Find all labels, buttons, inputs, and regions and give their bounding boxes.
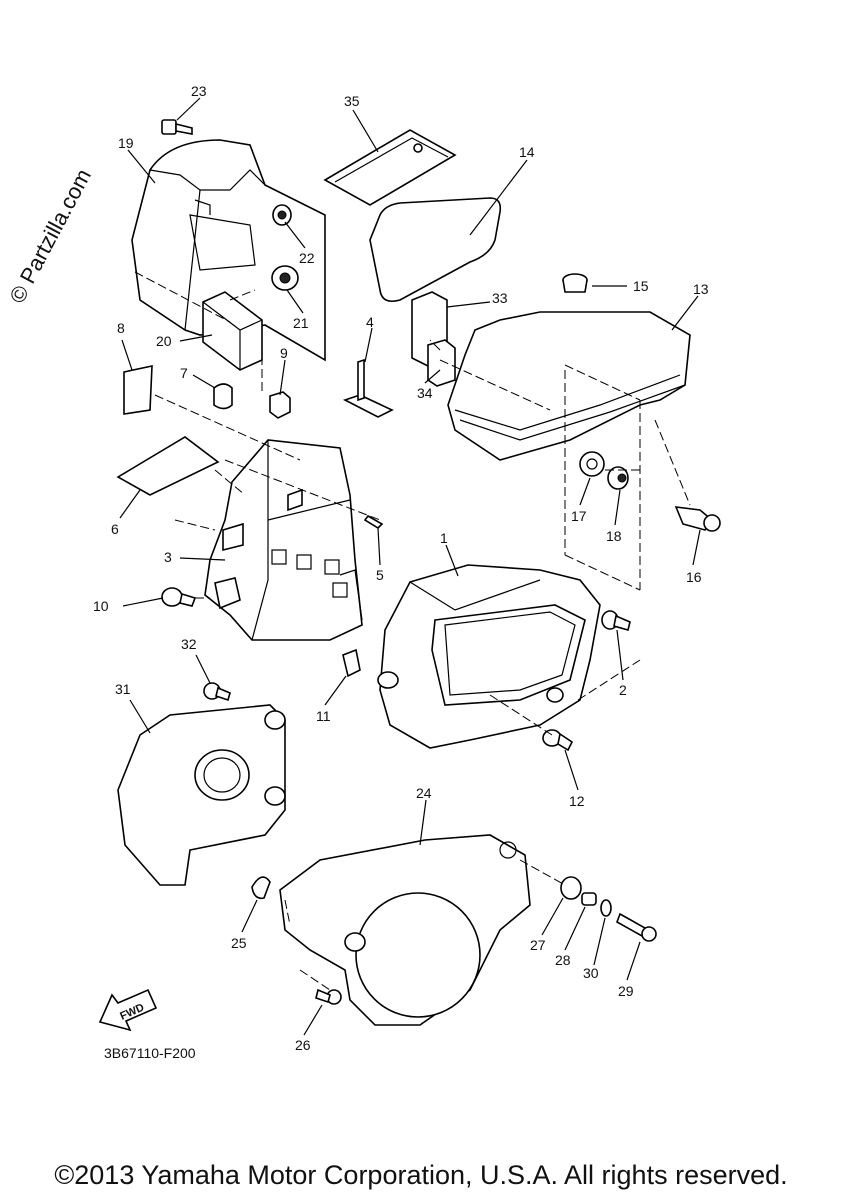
part-32-bolt bbox=[203, 682, 231, 702]
callout-35: 35 bbox=[344, 93, 360, 109]
part-24-cover bbox=[279, 834, 531, 1026]
callout-9: 9 bbox=[280, 345, 288, 361]
part-23-bolt bbox=[161, 119, 193, 135]
callout-8: 8 bbox=[117, 320, 125, 336]
callout-33: 33 bbox=[492, 290, 508, 306]
callout-11: 11 bbox=[316, 708, 331, 724]
part-26-bolt bbox=[315, 988, 342, 1005]
part-11-clip bbox=[342, 648, 361, 678]
callout-1: 1 bbox=[440, 530, 448, 546]
callout-4: 4 bbox=[366, 314, 374, 330]
callout-17: 17 bbox=[571, 508, 587, 524]
callout-5: 5 bbox=[376, 567, 384, 583]
part-27-collar bbox=[560, 876, 582, 900]
callout-31: 31 bbox=[115, 681, 131, 697]
callout-2: 2 bbox=[619, 682, 627, 698]
part-3-airbox bbox=[204, 439, 363, 641]
callout-10: 10 bbox=[93, 598, 109, 614]
callout-28: 28 bbox=[555, 952, 571, 968]
part-4-bracket bbox=[342, 358, 394, 418]
part-17-grommet bbox=[579, 451, 605, 477]
callout-21: 21 bbox=[293, 315, 309, 331]
part-31-cover bbox=[117, 704, 286, 886]
part-1-duct bbox=[377, 564, 601, 749]
callout-15: 15 bbox=[633, 278, 649, 294]
part-19-side-cover bbox=[131, 139, 326, 362]
part-15-cap bbox=[562, 273, 588, 293]
watermark-text: © Partzilla.com bbox=[4, 165, 96, 308]
part-10-bolt bbox=[161, 587, 197, 607]
callout-20: 20 bbox=[156, 333, 172, 349]
callout-32: 32 bbox=[181, 636, 197, 652]
alignment-lines bbox=[134, 271, 691, 991]
callout-23: 23 bbox=[191, 83, 207, 99]
callout-30: 30 bbox=[583, 965, 599, 981]
callout-labels: 1 2 3 4 5 6 7 8 9 10 11 12 13 14 15 16 1… bbox=[93, 83, 709, 1053]
part-6-pad bbox=[116, 436, 220, 496]
part-16-drain bbox=[674, 506, 721, 532]
callout-14: 14 bbox=[519, 144, 535, 160]
part-7-plug bbox=[213, 383, 233, 410]
part-34-foam bbox=[427, 339, 456, 387]
callout-12: 12 bbox=[569, 793, 585, 809]
callout-24: 24 bbox=[416, 785, 432, 801]
callout-7: 7 bbox=[180, 365, 188, 381]
part-21-grommet bbox=[271, 265, 299, 291]
leader-lines bbox=[119, 97, 701, 1036]
part-28-spacer bbox=[581, 892, 597, 906]
callout-34: 34 bbox=[417, 385, 433, 401]
copyright-footer: ©2013 Yamaha Motor Corporation, U.S.A. A… bbox=[54, 1160, 788, 1190]
part-12-bolt bbox=[542, 729, 574, 752]
callout-25: 25 bbox=[231, 935, 247, 951]
drawing-code: 3B67110-F200 bbox=[104, 1045, 196, 1061]
callout-13: 13 bbox=[693, 281, 709, 297]
part-29-bolt bbox=[616, 912, 657, 942]
part-25-plug bbox=[251, 876, 271, 900]
part-14-panel bbox=[369, 197, 502, 303]
part-35-pad bbox=[323, 129, 457, 206]
callout-29: 29 bbox=[618, 983, 634, 999]
part-22-grommet bbox=[272, 204, 292, 226]
callout-16: 16 bbox=[686, 569, 702, 585]
fwd-arrow-icon: FWD bbox=[98, 988, 158, 1032]
part-9-clip bbox=[269, 391, 291, 419]
part-13-case bbox=[447, 311, 691, 461]
callout-3: 3 bbox=[164, 549, 172, 565]
part-8-pad bbox=[123, 365, 153, 415]
callout-19: 19 bbox=[118, 135, 134, 151]
callout-6: 6 bbox=[111, 521, 119, 537]
callout-18: 18 bbox=[606, 528, 622, 544]
part-18-grommet bbox=[607, 466, 629, 490]
callout-22: 22 bbox=[299, 250, 315, 266]
callout-26: 26 bbox=[295, 1037, 311, 1053]
part-2-bolt bbox=[601, 610, 631, 631]
part-30-washer bbox=[600, 899, 612, 917]
callout-27: 27 bbox=[530, 937, 546, 953]
